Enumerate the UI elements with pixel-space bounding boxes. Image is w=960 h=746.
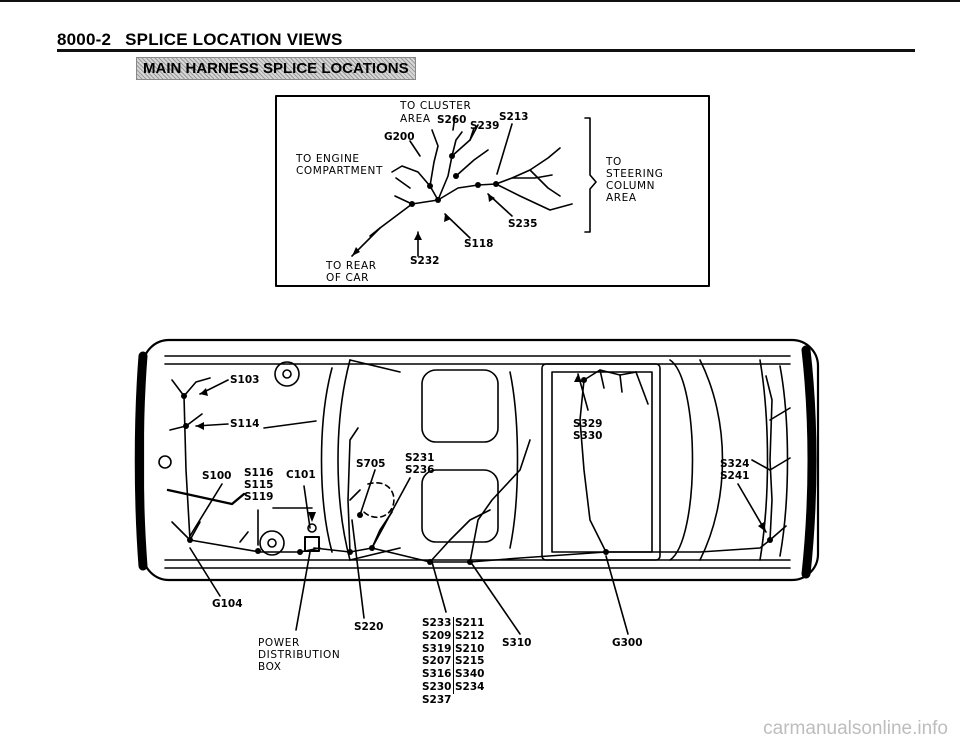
label-c101: C101 (286, 469, 316, 481)
label-s235: S235 (508, 218, 538, 230)
splice-list-item: S316 (422, 668, 452, 681)
inset-frame (275, 95, 710, 287)
label-box: BOX (258, 661, 282, 673)
label-s324: S324 (720, 458, 750, 470)
subtitle-banner: MAIN HARNESS SPLICE LOCATIONS (136, 57, 416, 80)
label-s118: S118 (464, 238, 494, 250)
splice-list-item: S230 (422, 680, 452, 693)
car-splice-dots (181, 374, 773, 565)
label-s310: S310 (502, 637, 532, 649)
label-of-car: OF CAR (326, 272, 370, 284)
label-s705: S705 (356, 458, 386, 470)
label-s103: S103 (230, 374, 260, 386)
label-s213: S213 (499, 111, 529, 123)
splice-list-item: S215 (455, 655, 485, 668)
splice-list-item: S233 (422, 617, 452, 629)
car-body (134, 338, 820, 582)
label-s330: S330 (573, 430, 603, 442)
label-s241: S241 (720, 470, 750, 482)
label-compartment: COMPARTMENT (296, 165, 384, 177)
label-to-engine: TO ENGINE (296, 153, 360, 165)
page-number: 8000-2 (57, 30, 112, 49)
label-s329: S329 (573, 418, 603, 430)
label-s231: S231 (405, 452, 435, 464)
splice-list-item: S209 (422, 629, 452, 642)
label-s114: S114 (230, 418, 260, 430)
label-g104: G104 (212, 598, 243, 610)
splice-list-item: S207 (422, 655, 452, 668)
top-rule (0, 0, 960, 2)
label-s116: S116 (244, 467, 274, 479)
section-title: SPLICE LOCATION VIEWS (125, 30, 343, 49)
label-column: COLUMN (606, 180, 656, 192)
label-s119: S119 (244, 491, 274, 503)
wheels (158, 361, 300, 556)
splice-list-column-1: S233 S209 S319 S207 S316 S230 S237 (422, 617, 451, 707)
label-to-rear: TO REAR (326, 260, 377, 272)
label-s260: S260 (437, 114, 467, 126)
inset-splice-dots (352, 153, 499, 256)
label-s232: S232 (410, 255, 440, 267)
label-power: POWER (258, 637, 300, 649)
label-s239: S239 (470, 120, 500, 132)
splice-list-item: S234 (455, 680, 485, 693)
label-steering: STEERING (606, 168, 664, 180)
splice-list-item: S210 (455, 642, 485, 655)
label-s236: S236 (405, 464, 435, 476)
label-s220: S220 (354, 621, 384, 633)
label-g300: G300 (612, 637, 643, 649)
label-s115: S115 (244, 479, 274, 491)
label-to-cluster: TO CLUSTER (400, 100, 472, 112)
label-area: AREA (400, 113, 431, 125)
label-g200: G200 (384, 131, 415, 143)
label-to: TO (606, 156, 622, 168)
splice-list-item: S237 (422, 693, 452, 706)
splice-list-item: S319 (422, 642, 452, 655)
splice-list-item: S340 (455, 668, 485, 681)
page-header: 8000-2 SPLICE LOCATION VIEWS (57, 30, 342, 50)
splice-list-column-2: S211 S212 S210 S215 S340 S234 (453, 617, 484, 694)
car-harness (166, 369, 791, 635)
label-distribution: DISTRIBUTION (258, 649, 341, 661)
splice-list-item: S212 (455, 629, 485, 642)
header-rule (57, 49, 915, 52)
watermark: carmanualsonline.info (763, 718, 948, 739)
label-area2: AREA (606, 192, 637, 204)
label-s100: S100 (202, 470, 232, 482)
splice-list-item: S211 (455, 617, 485, 629)
